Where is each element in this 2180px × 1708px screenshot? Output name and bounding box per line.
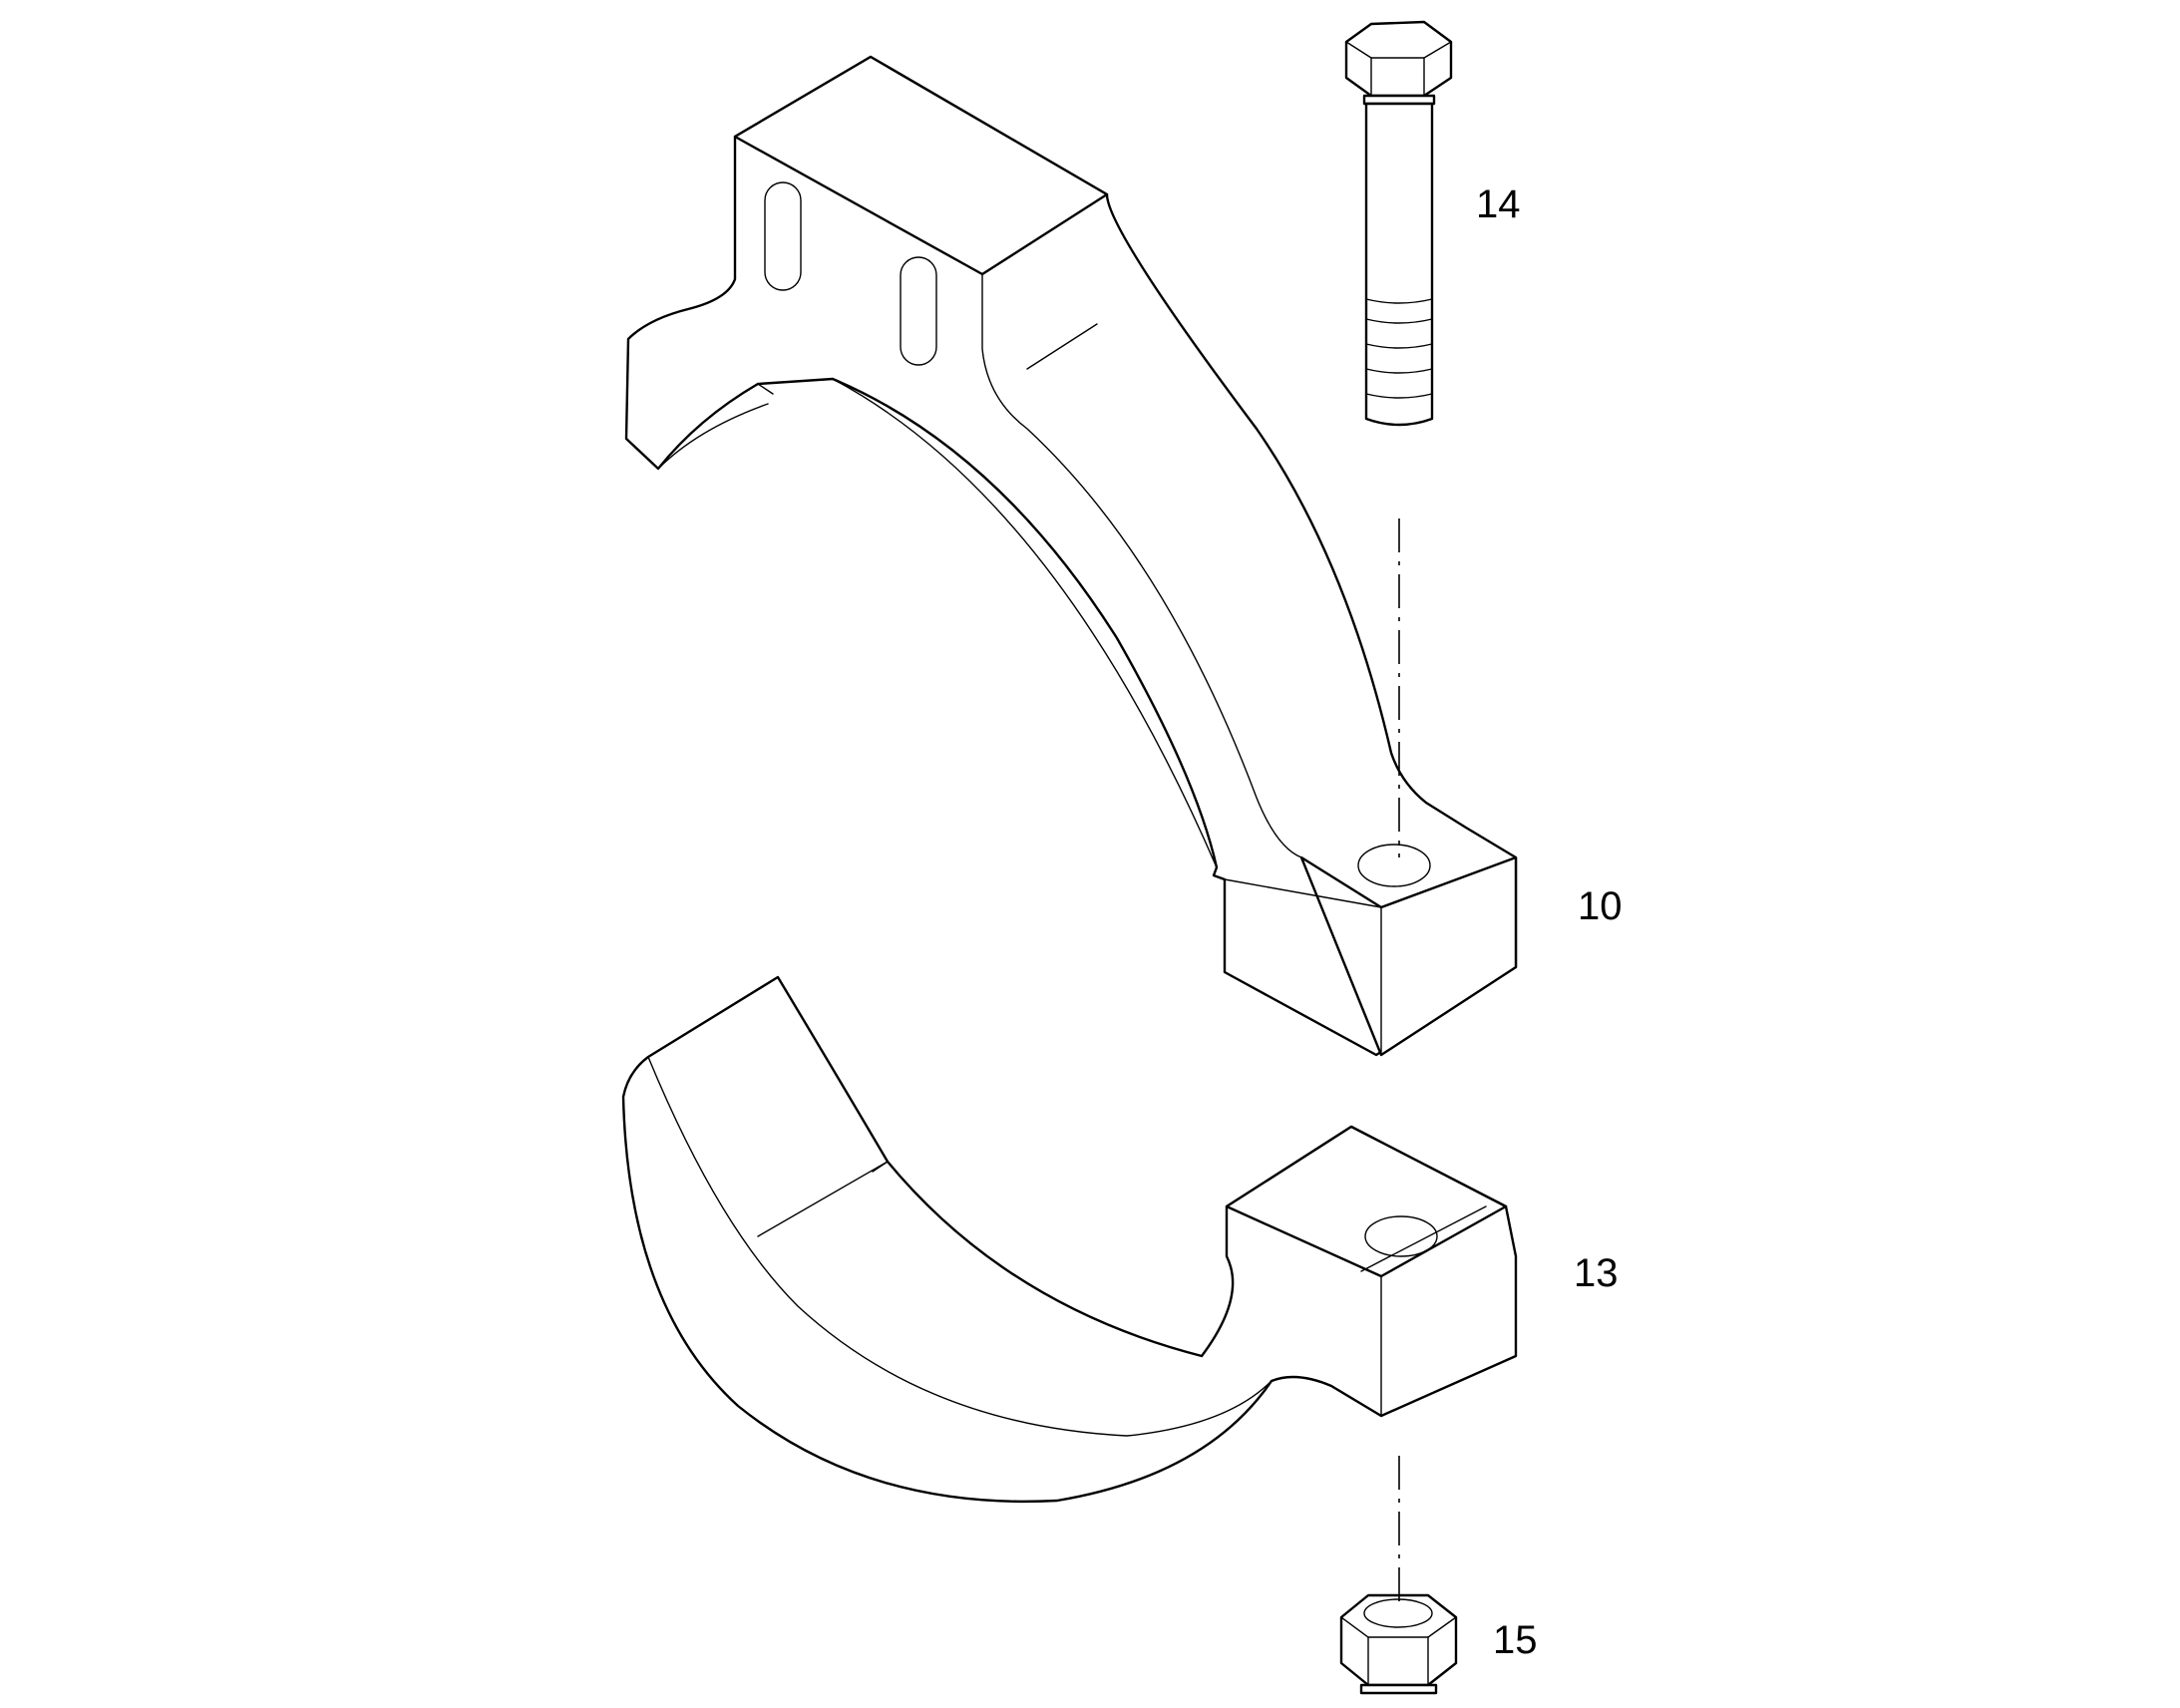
hex-nut <box>1339 1593 1458 1695</box>
lower-clamp-half <box>621 975 1518 1504</box>
callout-nut: 15 <box>1493 1618 1538 1662</box>
hex-bolt <box>1344 20 1453 427</box>
callout-bolt: 14 <box>1476 182 1521 226</box>
callout-lower-clamp: 13 <box>1574 1251 1619 1295</box>
callout-upper-clamp: 10 <box>1578 884 1623 928</box>
upper-clamp-half <box>624 55 1518 1057</box>
